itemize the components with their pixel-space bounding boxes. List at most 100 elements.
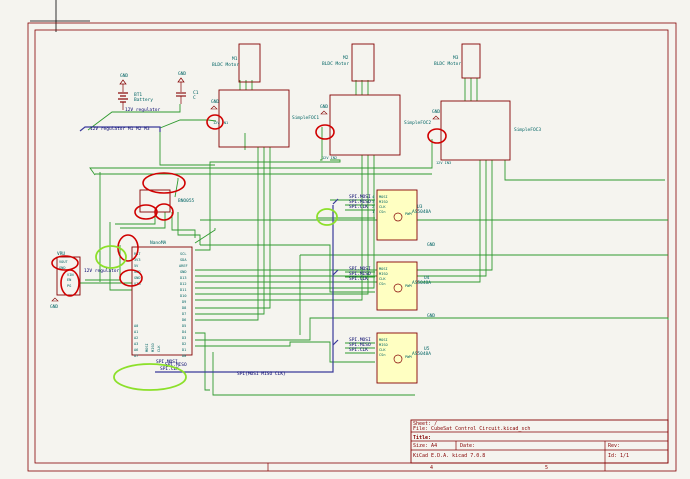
spi-miso-label: SPI.MISO: [349, 271, 371, 277]
driver-simplefoc1[interactable]: GND 12V IN1: [210, 89, 290, 148]
regulator-pin: VIN: [67, 273, 74, 277]
encoder-u3[interactable]: U3 AS5048A GND MOSI MISO CLK CSn PWM SPI…: [349, 189, 435, 248]
regulator-pin: PG: [67, 284, 71, 288]
green-annotation-ellipse: [95, 245, 127, 269]
encoder-pin: CLK: [379, 205, 386, 209]
regulator-gnd-label: GND: [50, 304, 58, 310]
motor-value: BLDC Motor: [434, 61, 461, 67]
red-annotation-ellipse: [51, 255, 79, 271]
encoder-u5[interactable]: U5 AS5048A MOSI MISO CLK CSn PWM SPI.MOS…: [349, 332, 431, 384]
spi-clk-label: SPI.CLK: [160, 366, 179, 372]
mcu-pin: D8: [182, 306, 186, 310]
red-annotation-ellipse: [427, 128, 447, 144]
file-label: File: CubeSat Control Circuit.kicad_sch: [413, 426, 530, 432]
battery-value: Battery: [134, 97, 153, 103]
gnd-symbol-icon: [210, 105, 218, 110]
encoder-pin: MISO: [379, 343, 388, 347]
rev-label: Rev:: [608, 443, 620, 449]
driver-name-label: SimpleFOC3: [514, 127, 541, 133]
motor-m1[interactable]: M1 BLDC Motor: [212, 43, 261, 83]
mcu-pin: A3: [134, 342, 138, 346]
encoder-pin: PWM: [405, 284, 412, 288]
driver-name-label: SimpleFOC2: [404, 120, 431, 126]
red-annotation-ellipse: [315, 124, 335, 140]
mcu-pin: CLK: [157, 345, 161, 352]
mcu-pin: A0: [134, 324, 138, 328]
driver-gnd-label: GND: [432, 109, 440, 115]
regulator-pin: EN: [67, 278, 71, 282]
date-label: Date:: [460, 443, 475, 449]
red-annotation-ellipse: [134, 204, 158, 220]
mcu-pin: GND: [134, 276, 141, 280]
mcu-pin: A1: [134, 330, 138, 334]
spi-bus: [79, 126, 339, 373]
spi-mosi-label: SPI.MOSI: [349, 266, 371, 272]
encoder-gnd-label: GND: [427, 242, 435, 248]
sensor-icon: [393, 283, 403, 293]
encoder-u4[interactable]: U4 AS5048A GND MOSI MISO CLK CSn PWM SPI…: [349, 261, 435, 319]
encoder-pin: MISO: [379, 272, 388, 276]
gnd-symbol-icon: [432, 115, 440, 120]
encoder-ref: U5: [424, 346, 430, 352]
pin-number: 4: [372, 195, 374, 199]
mcu-nano[interactable]: NanoMA RST 3V3 5V GND GND VIN A0 A1 A2 A…: [131, 240, 193, 372]
sensor-icon: [393, 354, 403, 364]
driver-power-label: 12V IN3: [436, 161, 451, 165]
size-label: Size: A4: [413, 443, 437, 449]
motor-m2[interactable]: M2 BLDC Motor: [322, 43, 375, 82]
mcu-pin: D9: [182, 300, 186, 304]
mcu-pin: MOSI: [145, 343, 149, 352]
driver-power-label: 12V IN1: [213, 121, 228, 125]
kicad-version-label: KiCad E.D.A. kicad 7.0.8: [413, 453, 485, 459]
encoder-pin: CSn: [379, 353, 386, 357]
encoder-value: AS5048A: [412, 280, 431, 286]
encoder-value: AS5048A: [412, 209, 431, 215]
battery-gnd-label: GND: [120, 73, 128, 79]
mcu-pin: SCL: [180, 252, 187, 256]
gnd-symbol-icon: [51, 297, 59, 302]
mcu-pin: A2: [134, 336, 138, 340]
encoder-value: AS5048A: [412, 351, 431, 357]
cap-gnd-label: GND: [178, 71, 186, 77]
mcu-pin: D10: [180, 294, 187, 298]
encoder-ref: U3: [417, 204, 423, 210]
imu-ref: BNO055: [178, 198, 195, 204]
id-label: Id: 1/1: [608, 453, 629, 459]
encoder-pin: PWM: [405, 212, 412, 216]
motor-ref: M3: [453, 55, 459, 61]
mcu-pin: D1: [182, 348, 186, 352]
mcu-pin: A6: [134, 348, 138, 352]
driver-power-label: 12V IN2: [322, 156, 337, 160]
battery-bt1[interactable]: GND BT1 Battery 12V regulator: [118, 73, 161, 113]
encoder-ref: U4: [424, 275, 430, 281]
driver-simplefoc2[interactable]: GND SimpleFOC1 12V IN2: [292, 94, 401, 160]
driver-name-label: SimpleFOC1: [292, 115, 319, 121]
green-annotation-ellipse: [113, 363, 187, 391]
encoder-pin: MOSI: [379, 195, 388, 199]
red-annotation-ellipse: [119, 269, 143, 287]
red-annotation-ellipse: [206, 114, 224, 130]
encoder-pin: MOSI: [379, 267, 388, 271]
pin-number: 3: [372, 200, 374, 204]
encoder-gnd-label: GND: [427, 313, 435, 319]
border-mark-5: 5: [545, 465, 548, 471]
encoder-pin: CLK: [379, 277, 386, 281]
mcu-pin: D7: [182, 312, 186, 316]
regulator-ref: VRU: [57, 251, 65, 257]
spi-miso-label: SPI.MISO: [349, 342, 371, 348]
spi-mosi-label: SPI.MOSI: [156, 359, 178, 365]
motor-m3[interactable]: M3 BLDC Motor: [434, 43, 481, 79]
mcu-pin: D3: [182, 336, 186, 340]
mcu-pin: D0: [182, 354, 186, 358]
spi-mosi-label: SPI.MOSI: [349, 337, 371, 343]
red-annotation-ellipse: [154, 203, 174, 221]
mcu-pin: D4: [182, 330, 186, 334]
motor-value: BLDC Motor: [322, 61, 349, 67]
mcu-pin: D11: [180, 288, 187, 292]
capacitor-c1[interactable]: GND C1 C: [176, 71, 199, 104]
mcu-pin: D12: [180, 282, 187, 286]
driver-gnd-label: GND: [211, 99, 219, 105]
motor-ref: M2: [343, 55, 349, 61]
sensor-icon: [393, 212, 403, 222]
